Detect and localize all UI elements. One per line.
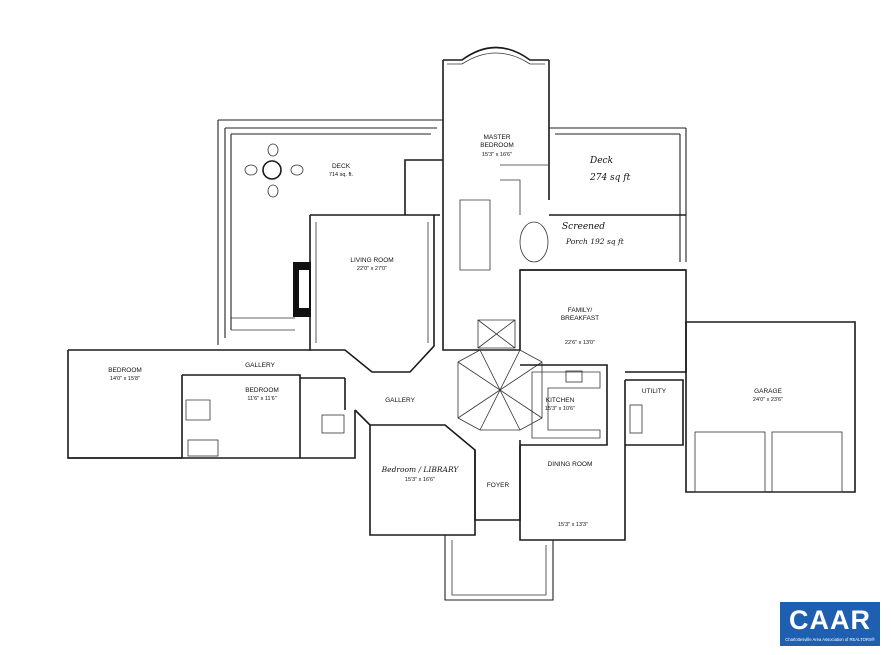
master-bedroom-label-2: BEDROOM (480, 142, 514, 149)
bedroom-left-label: BEDROOM (108, 367, 142, 374)
right-deck-walls (549, 127, 687, 271)
foyer-walls (444, 349, 554, 601)
family-label-2: BREAKFAST (561, 315, 599, 322)
deck-left-label: DECK (332, 163, 351, 170)
kitchen-dims: 15'3" x 10'6" (545, 406, 575, 412)
screened-porch-label-1: Screened (562, 222, 605, 232)
living-room-label: LIVING ROOM (350, 257, 393, 264)
deck-right-label: Deck (589, 156, 613, 166)
gallery-lower-label: GALLERY (385, 397, 416, 404)
deck-right-area: 274 sq ft (589, 173, 631, 183)
living-room-dims: 22'0" x 27'0" (357, 266, 387, 272)
bedroom-left-dims: 14'0" x 15'8" (110, 376, 140, 382)
bedroom-middle-label: BEDROOM (245, 387, 279, 394)
logo-subtext: Charlottesville Area Association of REAL… (785, 637, 875, 642)
kitchen-family-walls (519, 269, 687, 541)
deck-left-area: 714 sq. ft. (329, 172, 354, 178)
garage-walls (685, 321, 856, 493)
library-label: Bedroom / LIBRARY (381, 465, 460, 474)
living-room-walls (293, 215, 435, 373)
kitchen-label: KITCHEN (546, 397, 575, 404)
bedroom-middle-dims: 11'6" x 11'6" (247, 396, 276, 402)
logo-text: CAAR (789, 605, 871, 635)
screened-porch-label-2: Porch 192 sq ft (565, 237, 625, 246)
library-dims: 15'3" x 16'6" (405, 477, 435, 483)
garage-dims: 24'0" x 23'6" (753, 397, 783, 403)
family-label-1: FAMILY/ (568, 307, 593, 314)
dining-room-label: DINING ROOM (548, 461, 593, 468)
dining-room-dims: 15'3" x 13'3" (558, 522, 588, 528)
master-bedroom-walls (404, 46, 550, 215)
master-bedroom-dims: 15'3" x 16'6" (482, 152, 512, 158)
foyer-label: FOYER (487, 482, 510, 489)
caar-logo: CAAR Charlottesville Area Association of… (780, 602, 880, 646)
master-bedroom-label-1: MASTER (483, 134, 510, 141)
gallery-upper-label: GALLERY (245, 362, 276, 369)
garage-label: GARAGE (754, 388, 782, 395)
left-deck-walls (217, 119, 443, 345)
family-dims: 22'6" x 13'0" (565, 340, 595, 346)
bedroom-wing-walls (67, 349, 356, 459)
room-labels: MASTER BEDROOM 15'3" x 16'6" DECK 714 sq… (108, 134, 783, 528)
master-bath-walls (442, 164, 549, 351)
utility-label: UTILITY (642, 388, 667, 395)
